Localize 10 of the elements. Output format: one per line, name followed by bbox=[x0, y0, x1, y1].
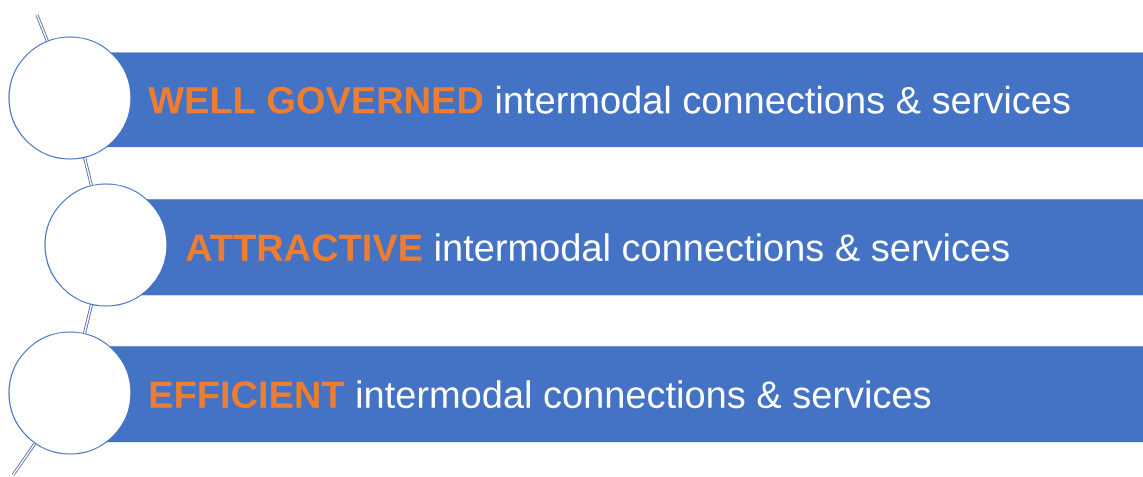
empty-circle bbox=[8, 36, 132, 160]
connector-line bbox=[83, 304, 93, 334]
banner-bar: ATTRACTIVE intermodal connections & services bbox=[140, 199, 1143, 296]
connector-line bbox=[35, 14, 49, 42]
banner-bar: EFFICIENT intermodal connections & services bbox=[100, 346, 1143, 443]
empty-circle bbox=[44, 183, 168, 307]
connector-line bbox=[11, 442, 37, 476]
empty-circle bbox=[8, 331, 132, 455]
connector-line bbox=[83, 157, 93, 186]
banner-bar: WELL GOVERNED intermodal connections & services bbox=[100, 52, 1143, 148]
